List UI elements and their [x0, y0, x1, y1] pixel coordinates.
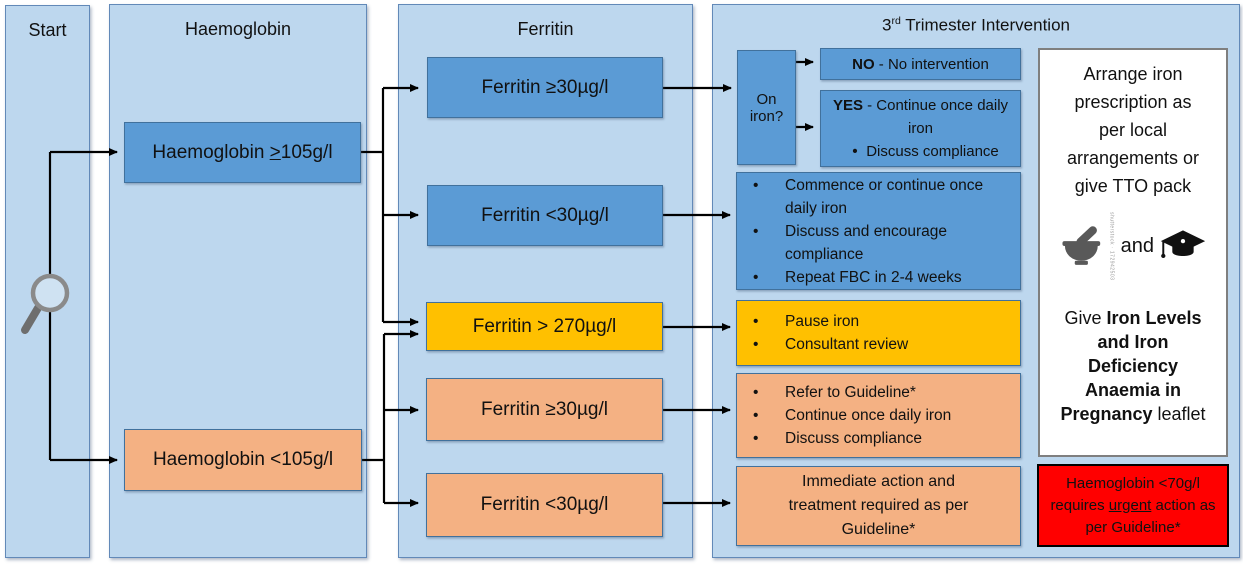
bullet-item: Repeat FBC in 2-4 weeks — [737, 266, 1020, 289]
hb-low-box: Haemoglobin <105g/l — [124, 429, 362, 491]
ferritin-high-blue-label: Ferritin ≥30µg/l — [481, 76, 609, 98]
start-panel: Start — [5, 5, 90, 558]
ferritin-low-blue-label: Ferritin <30µg/l — [481, 204, 609, 226]
hb-high-box: Haemoglobin >105g/l — [124, 122, 361, 183]
hb-high-label-pre: Haemoglobin — [152, 141, 270, 163]
pause-iron-box: Pause iron Consultant review — [736, 300, 1021, 366]
ferritin-high-orange-label: Ferritin ≥30µg/l — [481, 398, 608, 420]
and-text: and — [1120, 234, 1155, 257]
yes-continue-box: YES - Continue once daily iron Discuss c… — [820, 90, 1021, 167]
intervention-title-number: 3 — [882, 15, 892, 35]
yes-bullet-item: Discuss compliance — [836, 140, 1005, 163]
ferritin-low-orange-box: Ferritin <30µg/l — [426, 473, 663, 537]
refer-guideline-box: Refer to Guideline* Continue once daily … — [736, 373, 1021, 458]
hb-high-label: Haemoglobin >105g/l — [152, 142, 332, 164]
ferritin-very-high-box: Ferritin > 270µg/l — [426, 302, 663, 351]
urgent-pre: Haemoglobin <70g/l requires — [1050, 474, 1200, 514]
on-iron-box: On iron? — [737, 50, 796, 165]
no-bold: NO — [852, 55, 875, 73]
bullet-item: Refer to Guideline* — [737, 381, 1020, 404]
arrange-iron-text: Arrange iron prescription as per local a… — [1066, 64, 1200, 196]
bullet-item: Pause iron — [737, 310, 1020, 333]
hb-high-ge-symbol: > — [269, 141, 281, 163]
ferritin-low-blue-box: Ferritin <30µg/l — [427, 185, 663, 246]
ferritin-panel-title: Ferritin — [517, 19, 574, 39]
graduation-cap-icon — [1160, 230, 1206, 259]
urgent-action-box: Haemoglobin <70g/l requires urgent actio… — [1037, 464, 1229, 547]
bullet-item: Discuss compliance — [737, 427, 1020, 450]
ferritin-high-orange-box: Ferritin ≥30µg/l — [426, 378, 663, 441]
hb-high-label-post: 105g/l — [280, 141, 333, 163]
bullet-item: Consultant review — [737, 333, 1020, 356]
no-intervention-label: NO - No intervention — [852, 56, 989, 73]
immediate-action-box: Immediate action and treatment required … — [736, 466, 1021, 546]
intervention-title-superscript: rd — [891, 15, 901, 27]
ferritin-low-orange-label: Ferritin <30µg/l — [480, 494, 609, 515]
no-intervention-box: NO - No intervention — [820, 48, 1021, 80]
on-iron-label: On iron? — [749, 90, 784, 125]
yes-rest: - Continue once daily iron — [862, 97, 1009, 137]
intervention-panel-title: 3rd Trimester Intervention — [713, 15, 1239, 36]
urgent-action-label: Haemoglobin <70g/l requires urgent actio… — [1047, 473, 1219, 539]
commence-iron-box: Commence or continue once daily iron Dis… — [736, 172, 1021, 290]
give-prefix: Give — [1064, 308, 1107, 329]
haemoglobin-panel-title: Haemoglobin — [184, 19, 292, 39]
give-leaflet-text: Give Iron Levels and Iron Deficiency Ana… — [1060, 306, 1206, 426]
ferritin-very-high-label: Ferritin > 270µg/l — [472, 315, 617, 337]
bullet-item: Discuss and encourage compliance — [737, 220, 1020, 266]
ferritin-high-blue-box: Ferritin ≥30µg/l — [427, 57, 663, 118]
start-panel-title: Start — [28, 20, 67, 40]
bullet-item: Continue once daily iron — [737, 404, 1020, 427]
urgent-post: action as per Guideline* — [1085, 496, 1216, 536]
leaflet-icon-row: shutterstock · 172942503 and — [1060, 212, 1206, 280]
give-suffix: leaflet — [1152, 404, 1206, 425]
bullet-item: Commence or continue once daily iron — [737, 174, 1020, 220]
no-rest: - No intervention — [874, 55, 989, 73]
yes-continue-label: YES - Continue once daily iron — [829, 94, 1012, 140]
yes-bold: YES — [832, 97, 863, 114]
leaflet-box: Arrange iron prescription as per local a… — [1038, 48, 1228, 457]
leaflet-title-bold: Iron Levels and Iron Deficiency Anaemia … — [1060, 308, 1202, 425]
urgent-underlined: urgent — [1108, 496, 1152, 514]
mortar-pestle-icon — [1062, 226, 1101, 266]
stock-watermark-text: shutterstock · 172942503 — [1108, 212, 1115, 281]
intervention-title-rest: Trimester Intervention — [900, 15, 1070, 35]
hb-low-label: Haemoglobin <105g/l — [152, 449, 334, 470]
immediate-action-label: Immediate action and treatment required … — [788, 473, 969, 538]
